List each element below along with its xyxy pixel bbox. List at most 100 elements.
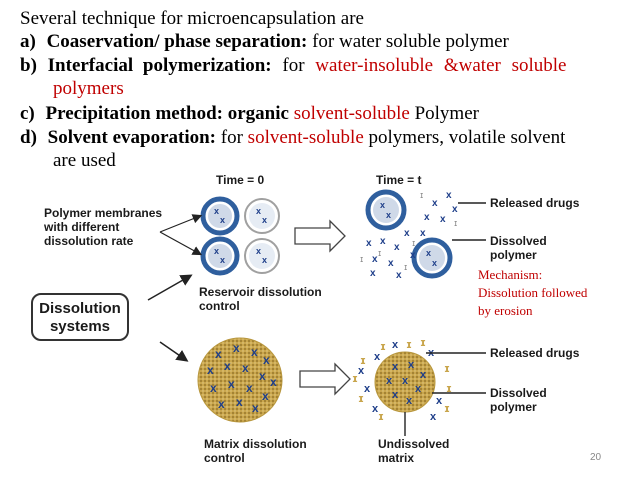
svg-text:ɪ: ɪ [360,255,363,265]
capsule: xx [244,238,280,274]
svg-text:ɪ: ɪ [378,249,381,259]
svg-text:x: x [366,238,372,249]
reservoir-label-2: control [199,299,240,313]
svg-text:ɪ: ɪ [420,191,423,201]
svg-text:x: x [432,198,438,209]
dissolved-polymer-top-2: polymer [490,248,537,262]
released-drugs-top: Released drugs [490,196,580,210]
svg-text:x: x [380,200,385,210]
mechanism-line1: Mechanism: [478,267,543,282]
svg-text:x: x [406,395,413,407]
item-b-rest-red: water-insoluble &water soluble [315,55,567,76]
svg-text:x: x [207,363,214,377]
system-arrow-top [147,274,193,301]
svg-text:x: x [224,359,231,373]
time-arrow-top [294,219,346,253]
svg-text:x: x [210,381,217,395]
released-drugs-bottom: Released drugs [490,346,580,360]
pointer-arrow [159,231,203,256]
heading: Several technique for microencapsulation… [20,8,364,29]
matrix-label-1: Matrix dissolution [204,437,307,451]
capsule: xx [200,236,240,276]
svg-text:x: x [430,411,437,423]
time-arrow-bottom [299,362,351,396]
matrix-label-2: control [204,451,245,465]
time-zero-label: Time = 0 [216,173,265,187]
pointer-arrow [159,214,203,233]
reservoir-label-1: Reservoir dissolution [199,285,322,299]
item-d-rest-black2: polymers, volatile solvent [363,127,566,148]
reservoir-capsules-t0: xx xx xx xx [200,196,280,276]
svg-text:x: x [432,258,437,268]
svg-text:x: x [446,190,452,201]
item-d-rest-black1: for [216,127,248,148]
item-a: a) Coaservation/ phase separation: for w… [20,31,509,53]
svg-text:ɪ: ɪ [404,263,407,273]
svg-text:x: x [372,403,379,415]
item-b-line2: polymers [53,78,124,99]
membranes-label-3: dissolution rate [44,234,134,248]
svg-text:ɪ: ɪ [412,239,415,249]
svg-text:x: x [415,383,422,395]
dissolved-polymer-bottom-1: Dissolved [490,386,547,400]
item-d: d) Solvent evaporation: for solvent-solu… [20,127,565,149]
svg-text:x: x [440,214,446,225]
time-t-label: Time = t [376,173,422,187]
svg-text:x: x [358,365,365,377]
svg-text:x: x [410,250,416,261]
svg-text:x: x [262,215,267,225]
item-c-title: Precipitation method: organic [45,103,289,124]
item-a-marker: a) [20,31,36,52]
system-arrow-bottom [159,341,189,362]
svg-text:x: x [392,361,399,373]
svg-text:x: x [262,389,269,403]
svg-text:x: x [452,204,458,215]
svg-text:x: x [246,381,253,395]
item-d-line2: are used [53,150,116,171]
svg-text:x: x [263,353,270,367]
svg-text:x: x [214,206,219,216]
membranes-label-2: with different [44,220,120,234]
svg-text:x: x [259,369,266,383]
item-b: b) Interfacial polymerization: for water… [20,55,566,77]
membranes-label-1: Polymer membranes [44,206,163,220]
page-number: 20 [590,452,602,463]
dissolution-systems-line1: Dissolution [39,300,121,317]
svg-text:x: x [392,389,399,401]
svg-text:x: x [256,246,261,256]
svg-text:x: x [386,375,393,387]
svg-text:ɪ: ɪ [358,392,364,405]
svg-text:x: x [242,361,249,375]
svg-text:ɪ: ɪ [444,362,450,375]
svg-text:x: x [436,395,443,407]
item-c-rest-black: Polymer [409,103,479,124]
svg-text:ɪ: ɪ [454,219,457,229]
dissolved-polymer-bottom-2: polymer [490,400,537,414]
capsule: xx [244,198,280,234]
svg-text:x: x [228,377,235,391]
svg-text:x: x [386,210,391,220]
svg-text:x: x [396,270,402,281]
svg-text:x: x [408,359,415,371]
svg-text:x: x [380,236,386,247]
svg-text:x: x [370,268,376,279]
svg-text:x: x [374,351,381,363]
undissolved-matrix-2: matrix [378,451,415,465]
svg-text:ɪ: ɪ [406,338,412,351]
undissolved-matrix-1: Undissolved [378,437,450,451]
svg-text:x: x [251,345,258,359]
svg-text:x: x [252,401,259,415]
svg-text:x: x [233,341,240,355]
svg-text:ɪ: ɪ [360,354,366,367]
svg-text:x: x [426,248,431,258]
item-c: c) Precipitation method: organic solvent… [20,103,479,125]
svg-text:ɪ: ɪ [420,336,426,349]
dissolved-polymer-top-1: Dissolved [490,234,547,248]
svg-text:x: x [394,242,400,253]
item-b-marker: b) [20,55,37,76]
svg-text:x: x [236,395,243,409]
